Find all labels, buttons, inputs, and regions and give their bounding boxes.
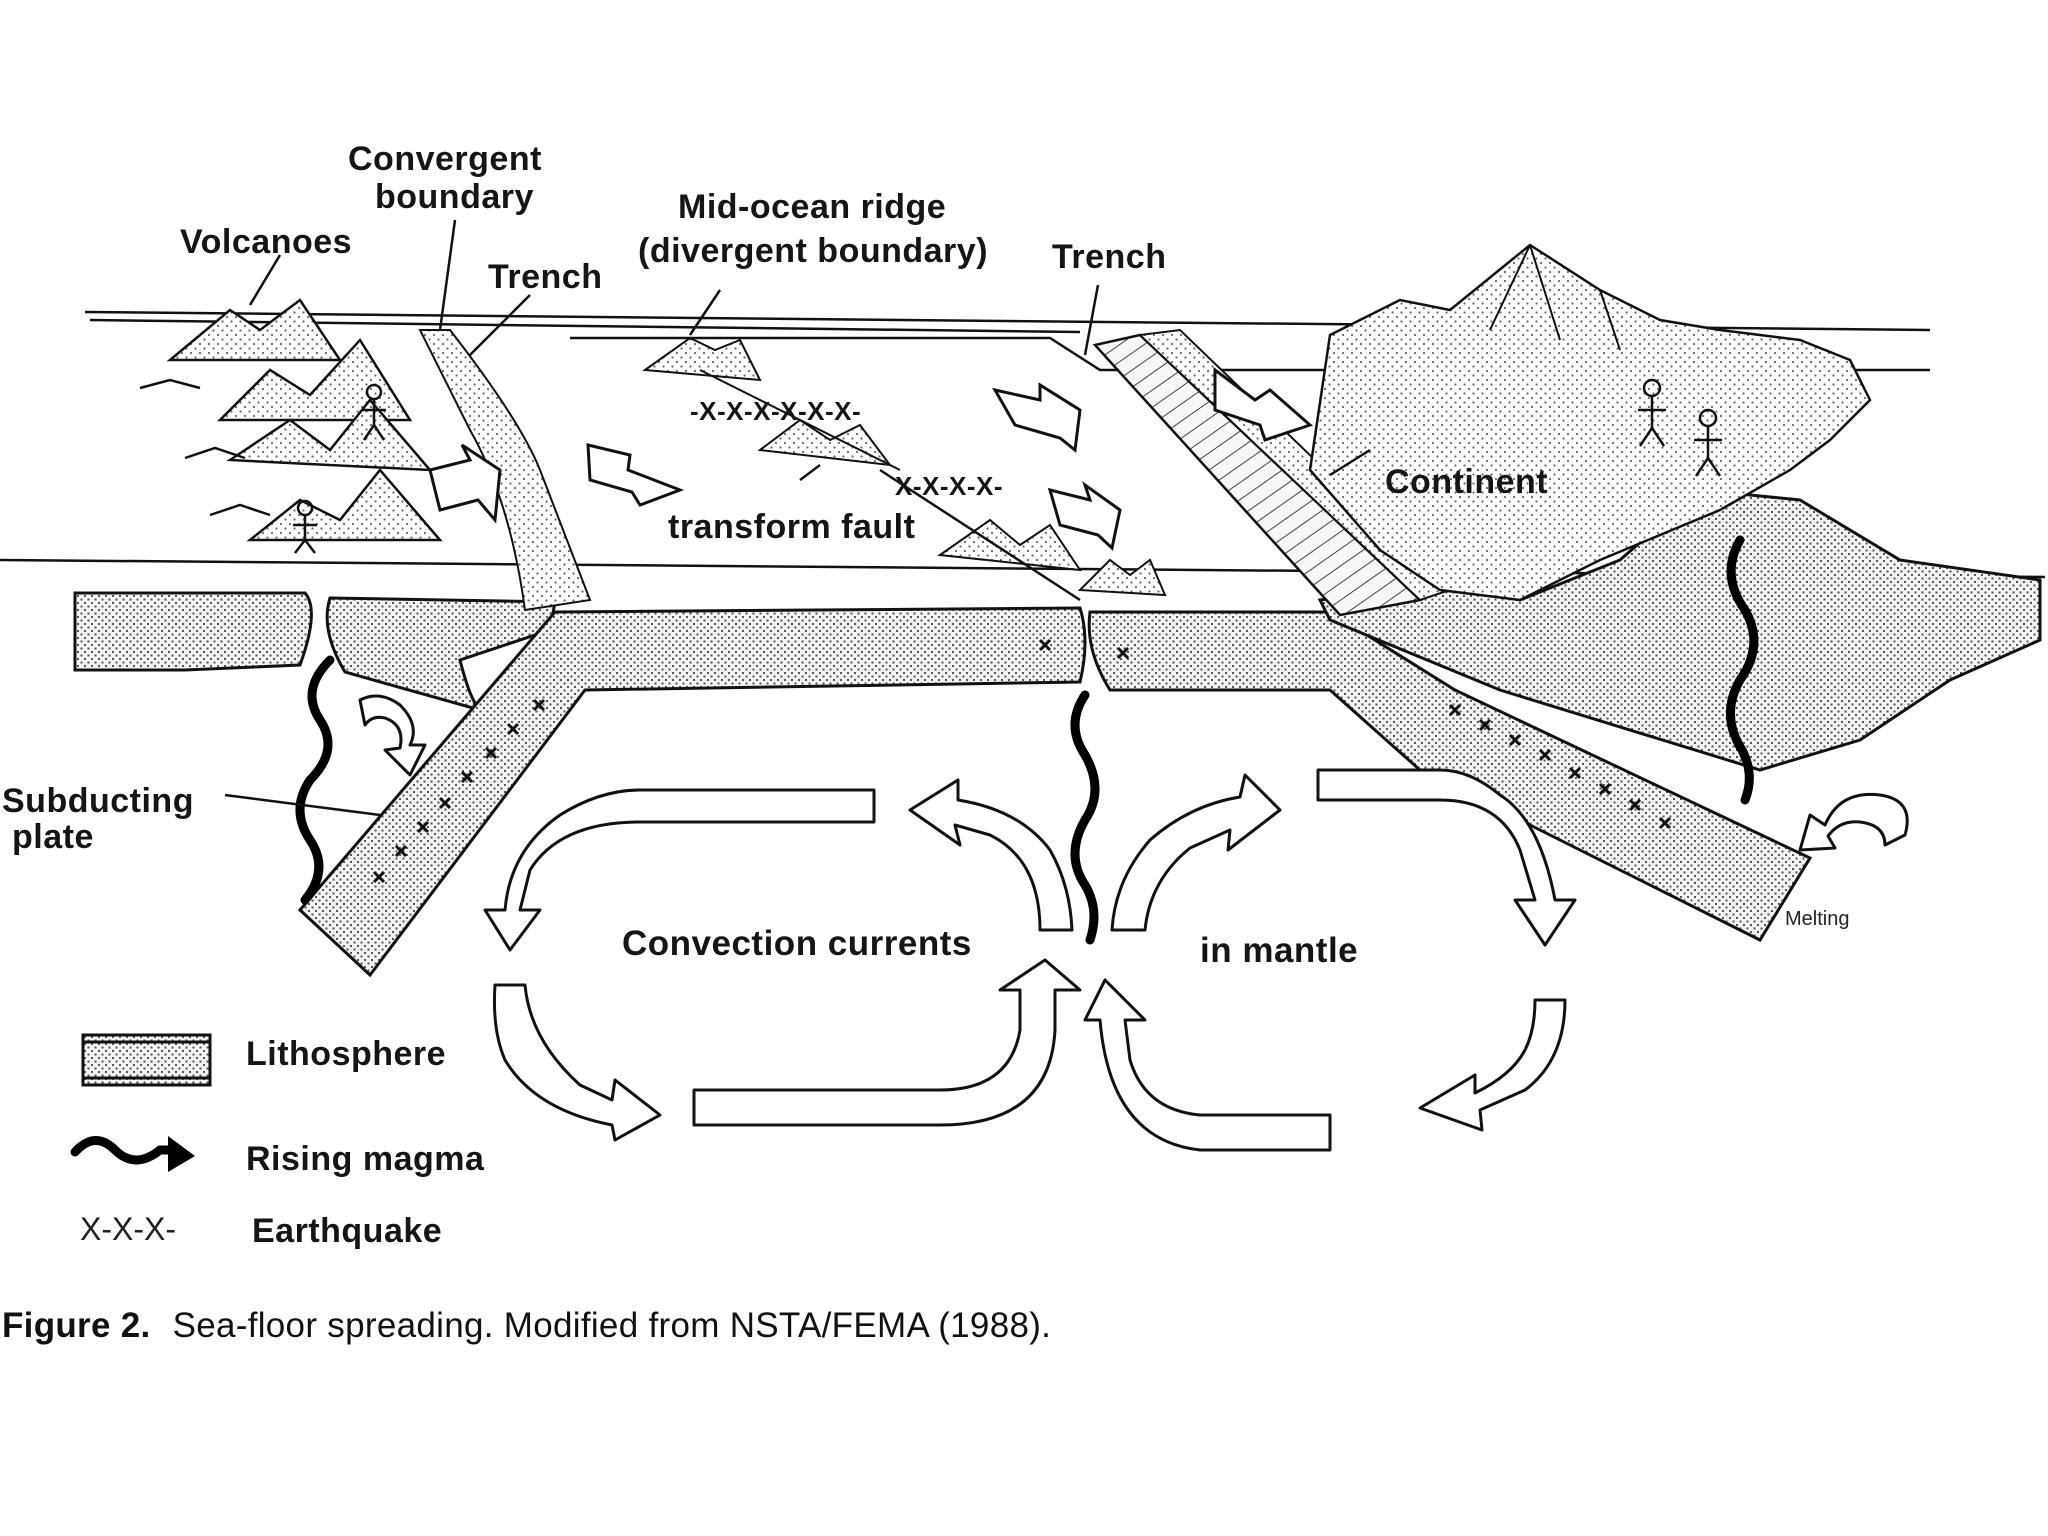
labels: Convergent boundary Volcanoes Trench Mid… xyxy=(2,140,1849,970)
volcanoes-island-arc xyxy=(139,298,443,554)
convection-arrows xyxy=(358,694,1909,1152)
label-convergent-line1: Convergent xyxy=(348,140,542,178)
transform-fault-line xyxy=(879,468,1081,602)
plate-arrow-5 xyxy=(1213,367,1313,442)
ridge-mounds xyxy=(642,336,1167,602)
magma-subduction-left xyxy=(295,655,335,905)
earthquake-x-ridge xyxy=(1038,638,1052,652)
label-earthquake-marks-2: X-X-X-X- xyxy=(895,471,1003,501)
legend: Lithosphere Rising magma X-X-X- Earthqua… xyxy=(70,1033,485,1250)
subducting-slab-left xyxy=(297,606,1087,978)
leader-trench-right xyxy=(1083,284,1100,356)
label-trench-left: Trench xyxy=(488,258,602,296)
small-arrow-subduction xyxy=(358,694,427,777)
lithosphere xyxy=(73,328,2042,978)
caption-text: Sea-floor spreading. Modified from NSTA/… xyxy=(172,1306,1052,1345)
slab-earthquake-marks xyxy=(372,638,1672,884)
legend-lithosphere-swatch xyxy=(81,1033,212,1087)
leader-ridge xyxy=(688,289,722,336)
leader-trench-left xyxy=(469,294,531,356)
stick-figure-right-1 xyxy=(1638,378,1666,447)
figure-caption: Figure 2. Sea-floor spreading. Modified f… xyxy=(2,1306,1051,1346)
small-arrow-continent xyxy=(1798,792,1909,852)
leader-continent xyxy=(1329,448,1371,477)
stick-figure-left-1 xyxy=(362,383,386,441)
label-continent: Continent xyxy=(1385,463,1548,501)
magma-continent xyxy=(1726,535,1759,805)
label-volcanoes: Volcanoes xyxy=(180,223,352,261)
magma-ridge xyxy=(1070,690,1100,945)
convection-arrow-left-lower xyxy=(492,983,662,1142)
stick-figure-right-2 xyxy=(1694,408,1722,477)
earthquake-x-right-slab xyxy=(1448,703,1672,830)
plate-arrow-3 xyxy=(992,382,1082,453)
legend-lithosphere-label: Lithosphere xyxy=(246,1035,446,1073)
label-subducting-line1: Subducting xyxy=(2,782,194,820)
legend-earthquake-label: Earthquake xyxy=(252,1212,442,1250)
legend-rising-magma-label: Rising magma xyxy=(246,1140,485,1178)
label-ridge-line1: Mid-ocean ridge xyxy=(678,188,946,226)
convection-arrow-ridge-left xyxy=(908,778,1074,932)
plate-arrow-2 xyxy=(586,443,685,507)
label-melting: Melting xyxy=(1785,908,1849,930)
leader-transform xyxy=(799,464,821,481)
convection-arrow-right-upper xyxy=(1316,768,1577,947)
label-transform-fault: transform fault xyxy=(668,508,915,546)
label-in-mantle: in mantle xyxy=(1200,931,1358,970)
plate-motion-arrows xyxy=(428,367,1313,551)
leader-convergent xyxy=(438,219,457,331)
label-earthquake-marks-1: -X-X-X-X-X-X- xyxy=(690,396,861,426)
legend-rising-magma-swatch xyxy=(70,1136,195,1172)
convection-arrow-left-upper xyxy=(483,788,876,952)
label-convection-currents: Convection currents xyxy=(622,924,972,963)
earthquake-x-left-slab xyxy=(372,698,546,884)
ridge-crack-line xyxy=(699,369,901,471)
leader-volcanoes xyxy=(248,254,282,306)
earthquake-x-ridge-2 xyxy=(1116,646,1130,660)
continent-mountains xyxy=(1308,243,1872,602)
convection-arrow-ridge-right xyxy=(1110,773,1282,932)
label-ridge-line2: (divergent boundary) xyxy=(638,232,988,270)
label-subducting-line2: plate xyxy=(12,818,94,856)
label-trench-right: Trench xyxy=(1052,238,1166,276)
rising-magma xyxy=(295,535,1759,945)
legend-earthquake-symbol: X-X-X- xyxy=(80,1211,176,1247)
lithosphere-left-stub xyxy=(73,591,313,672)
continental-lithosphere xyxy=(1317,488,2042,772)
convection-arrow-bottom-right xyxy=(1083,978,1332,1152)
convection-arrow-bottom-left xyxy=(692,958,1082,1127)
label-convergent-line2: boundary xyxy=(375,178,534,216)
stick-figure-left-2 xyxy=(293,499,317,554)
sea-surface-line-2 xyxy=(89,318,1081,334)
leader-subducting xyxy=(224,793,381,817)
convection-arrow-right-lower xyxy=(1418,998,1567,1132)
plate-arrow-4 xyxy=(1047,481,1122,551)
plate-arrow-1 xyxy=(428,443,502,524)
leader-lines xyxy=(224,219,1371,817)
caption-figure-number: Figure 2. xyxy=(2,1306,151,1345)
